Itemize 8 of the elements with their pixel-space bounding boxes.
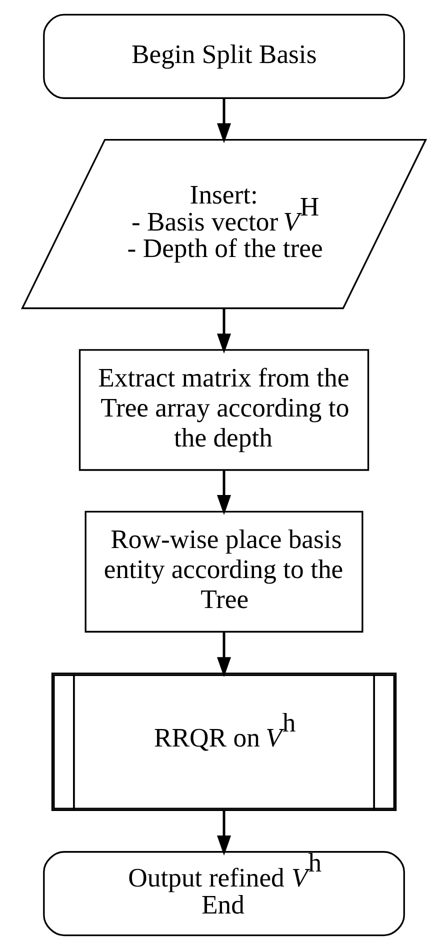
arrow [216, 470, 231, 515]
arrow [216, 98, 231, 144]
arrow [216, 308, 231, 354]
node-box: Begin Split Basis [42, 14, 404, 99]
arrow [216, 632, 231, 678]
node-box: Row-wise place basis entity according to the Tree [84, 510, 363, 633]
arrow [216, 810, 231, 856]
node-box: Extract matrix from the Tree array according to the depth [78, 349, 369, 471]
